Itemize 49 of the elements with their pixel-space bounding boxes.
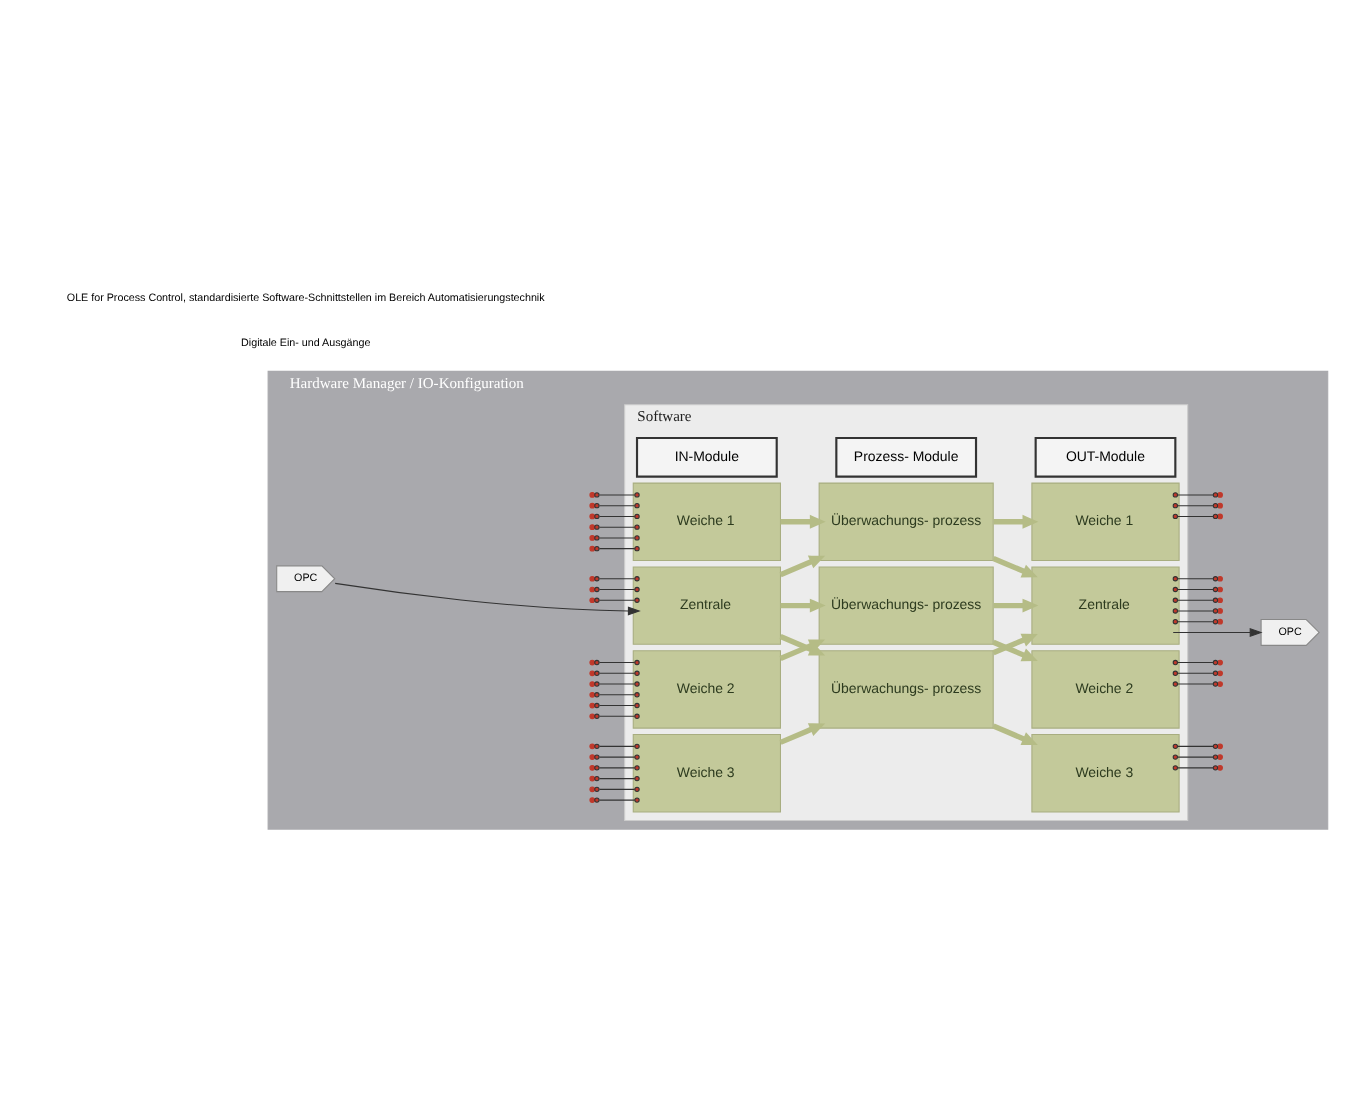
connector	[1177, 599, 1214, 601]
connector	[598, 767, 636, 769]
connector	[598, 745, 636, 747]
arrow	[780, 598, 826, 613]
connector	[1177, 662, 1214, 664]
connector	[598, 672, 636, 674]
connector	[1177, 745, 1214, 747]
connector	[1177, 683, 1214, 685]
connector	[598, 778, 636, 780]
connector	[598, 494, 636, 496]
arrow	[992, 723, 1038, 746]
connector	[1177, 672, 1214, 674]
connector	[1177, 515, 1214, 517]
connector	[598, 662, 636, 664]
arrow	[334, 582, 641, 616]
connector	[598, 756, 636, 758]
arrow	[779, 723, 826, 745]
connector	[598, 715, 636, 717]
connector	[598, 694, 636, 696]
arrow	[780, 514, 826, 529]
connector	[598, 537, 636, 539]
arrow	[992, 639, 1038, 662]
arrow	[779, 555, 826, 578]
connector	[598, 705, 636, 707]
connector	[598, 588, 636, 591]
connector	[1177, 610, 1214, 612]
connector	[598, 578, 636, 580]
arrow	[779, 639, 826, 662]
connector	[598, 505, 636, 507]
connector	[1177, 621, 1214, 623]
arrow	[993, 514, 1039, 529]
arrow	[992, 555, 1038, 578]
connector	[598, 548, 636, 550]
connector	[598, 788, 636, 790]
connector	[1177, 578, 1214, 580]
connector	[598, 515, 636, 517]
arrow	[992, 633, 1038, 656]
connector	[1177, 494, 1214, 496]
connector	[598, 526, 636, 528]
connector	[598, 683, 636, 685]
connector	[598, 799, 636, 801]
connector	[598, 599, 636, 601]
connector	[1177, 756, 1214, 758]
arrow	[779, 634, 826, 656]
connector	[1177, 505, 1214, 507]
connector	[1177, 767, 1214, 769]
connector	[1177, 588, 1214, 591]
arrow	[1172, 627, 1263, 637]
arrow	[993, 598, 1039, 613]
